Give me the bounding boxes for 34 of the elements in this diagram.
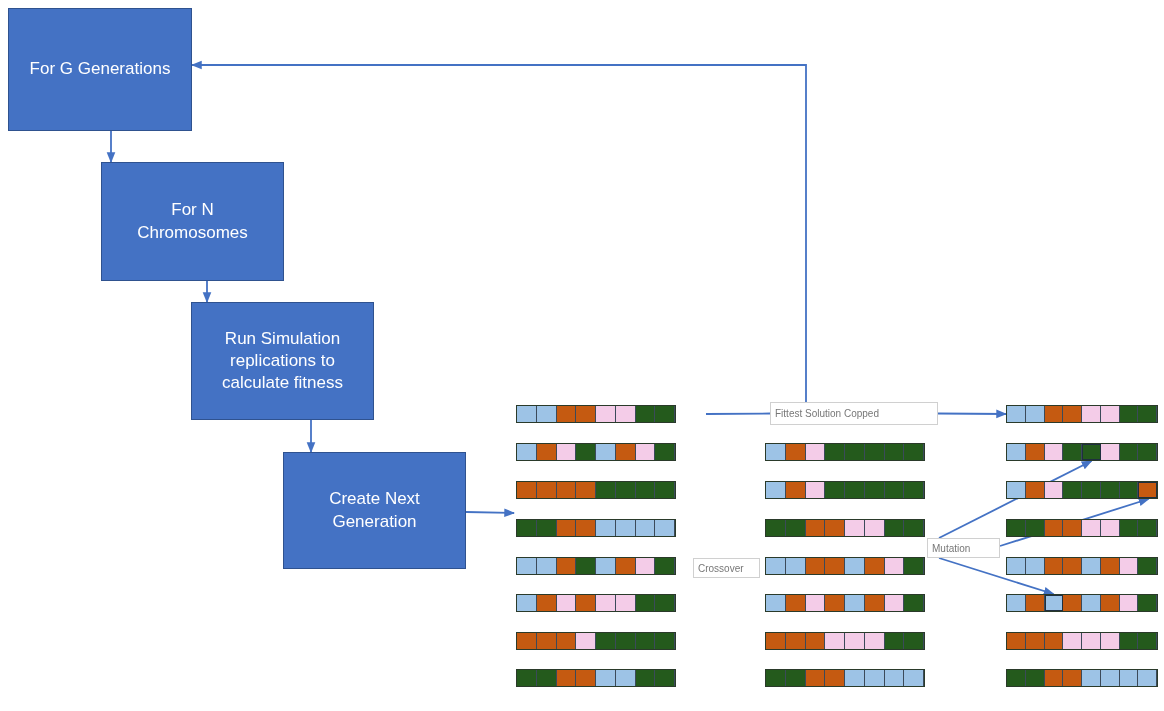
- node-label: For G Generations: [29, 58, 171, 81]
- chromosome-bar: [765, 519, 925, 537]
- process-box: [101, 162, 284, 281]
- chromosome-bar: [516, 594, 676, 612]
- chromosome-bar: [765, 557, 925, 575]
- callout-label: Mutation: [927, 538, 1000, 558]
- chromosome-bar: [516, 519, 676, 537]
- chromosome-bar: [516, 557, 676, 575]
- process-box: [191, 302, 374, 420]
- chromosome-bar: [765, 669, 925, 687]
- chromosome-bar: [765, 481, 925, 499]
- chromosome-bar: [1006, 481, 1158, 499]
- chromosome-bar: [1006, 519, 1158, 537]
- chromosome-bar: [516, 405, 676, 423]
- callout-label: Fittest Solution Copped: [770, 402, 938, 425]
- chromosome-bar: [765, 594, 925, 612]
- chromosome-bar: [1006, 632, 1158, 650]
- chromosome-bar: [1006, 594, 1158, 612]
- chromosome-bar: [516, 632, 676, 650]
- chromosome-bar: [1006, 443, 1158, 461]
- chromosome-bar: [1006, 669, 1158, 687]
- chromosome-bar: [516, 481, 676, 499]
- process-box: [283, 452, 466, 569]
- chromosome-bar: [765, 632, 925, 650]
- chromosome-bar: [1006, 557, 1158, 575]
- chromosome-bar: [1006, 405, 1158, 423]
- node-label: For N Chromosomes: [136, 199, 249, 244]
- node-label: Create Next Generation: [328, 488, 421, 533]
- chromosome-bar: [516, 669, 676, 687]
- callout-label: Crossover: [693, 558, 760, 578]
- chromosome-bar: [516, 443, 676, 461]
- chromosome-bar: [765, 443, 925, 461]
- process-box: [8, 8, 192, 131]
- node-label: Run Simulation replications to calculate fitness: [221, 327, 344, 395]
